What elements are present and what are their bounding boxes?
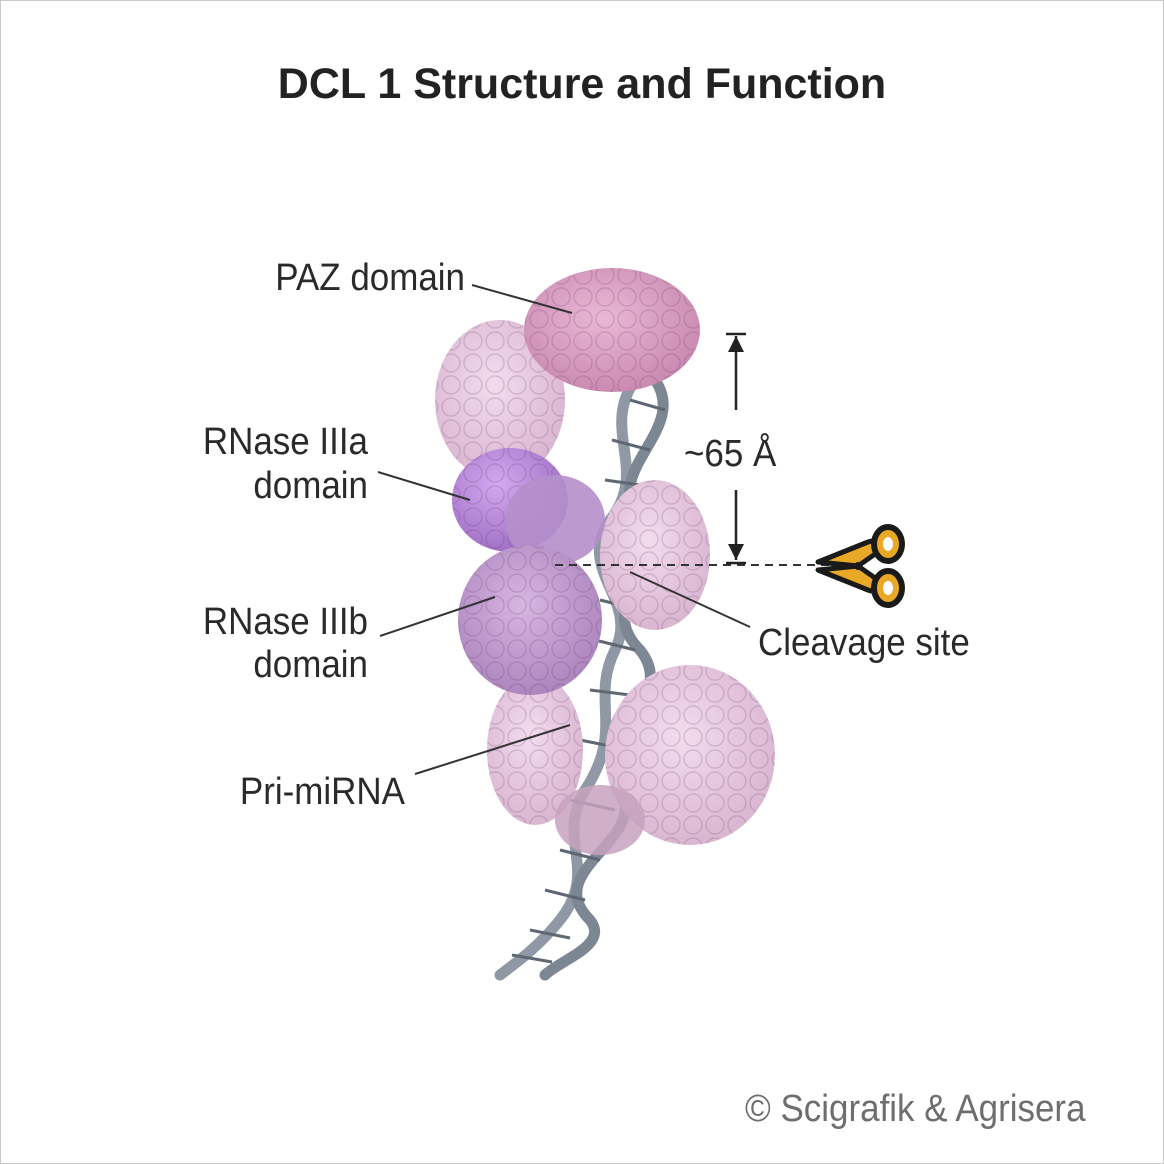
label-rnase-iiib-line1: RNase IIIb [75, 600, 368, 644]
rnase-iiib-domain [458, 545, 602, 695]
label-rnase-iiia-line1: RNase IIIa [75, 420, 368, 464]
label-rnase-iiib-line2: domain [75, 643, 368, 687]
paz-domain [524, 268, 700, 392]
protein-right-lobe [600, 480, 710, 630]
label-distance: ~65 Å [684, 432, 776, 476]
label-rnase-iiia-line2: domain [75, 464, 368, 508]
label-cleavage-site: Cleavage site [758, 621, 970, 665]
copyright-notice: © Scigrafik & Agrisera [745, 1088, 1086, 1131]
label-pri-mirna: Pri-miRNA [124, 770, 405, 814]
scissors-icon [818, 527, 902, 605]
label-paz-domain: PAZ domain [166, 256, 465, 300]
